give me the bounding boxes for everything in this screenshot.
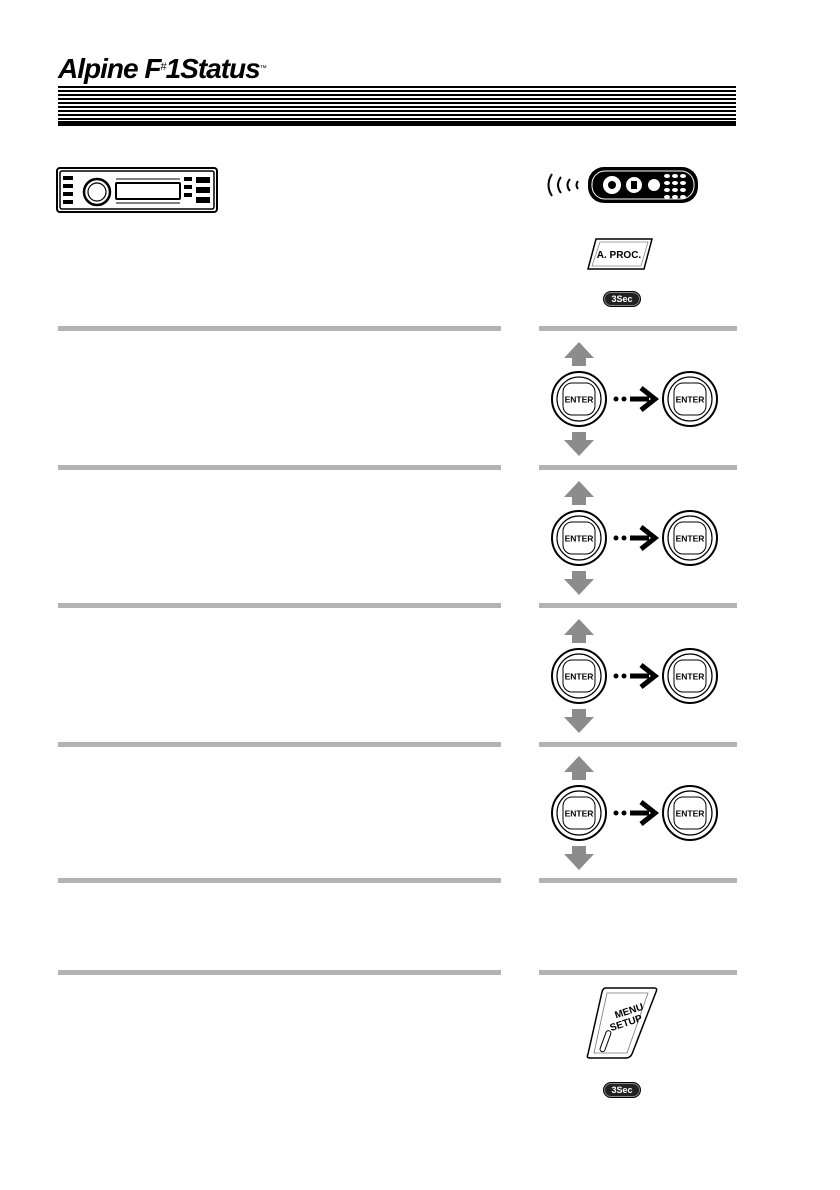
hold-3sec-badge: 3Sec — [603, 1082, 641, 1098]
dot-icon — [613, 810, 619, 816]
enter-label: ENTER — [565, 534, 594, 544]
enter-rotary-diagram: ENTER ENTER — [550, 617, 730, 735]
turn-up-arrow-icon — [564, 619, 594, 643]
dot-icon — [621, 535, 627, 541]
enter-knob-icon: ENTER — [551, 371, 607, 427]
enter-label: ENTER — [676, 672, 705, 682]
section-rule-right — [539, 742, 737, 747]
section-rule-right — [539, 603, 737, 608]
enter-label: ENTER — [676, 809, 705, 819]
brand-title-part-a: Alpine F — [58, 53, 161, 84]
next-arrow-icon — [639, 525, 660, 551]
a-proc-label: A. PROC. — [597, 250, 642, 261]
section-rule-right — [539, 970, 737, 975]
enter-knob-icon: ENTER — [551, 785, 607, 841]
enter-knob-icon: ENTER — [662, 510, 718, 566]
trademark-mark: ™ — [259, 65, 267, 72]
remote-control-icon — [547, 167, 698, 203]
next-arrow-icon — [639, 800, 660, 826]
next-arrow-icon — [639, 386, 660, 412]
turn-down-arrow-icon — [564, 571, 594, 595]
enter-label: ENTER — [676, 534, 705, 544]
dot-icon — [613, 673, 619, 679]
dot-icon — [621, 396, 627, 402]
enter-label: ENTER — [676, 395, 705, 405]
section-rule-right — [539, 465, 737, 470]
head-unit-illustration — [56, 167, 218, 213]
turn-down-arrow-icon — [564, 846, 594, 870]
brand-title-sup: # — [160, 61, 166, 73]
turn-up-arrow-icon — [564, 756, 594, 780]
menu-setup-button: MENU SETUP — [586, 987, 658, 1059]
section-rule-right — [539, 326, 737, 331]
enter-rotary-diagram: ENTER ENTER — [550, 340, 730, 458]
section-rule-left — [58, 465, 501, 470]
enter-knob-icon: ENTER — [662, 648, 718, 704]
enter-rotary-diagram: ENTER ENTER — [550, 479, 730, 597]
dot-icon — [613, 535, 619, 541]
section-rule-left — [58, 326, 501, 331]
section-rule-left — [58, 970, 501, 975]
hold-3sec-badge: 3Sec — [603, 291, 641, 307]
enter-label: ENTER — [565, 809, 594, 819]
enter-rotary-diagram: ENTER ENTER — [550, 754, 730, 872]
turn-down-arrow-icon — [564, 709, 594, 733]
section-rule-left — [58, 603, 501, 608]
enter-label: ENTER — [565, 672, 594, 682]
dot-icon — [613, 396, 619, 402]
turn-up-arrow-icon — [564, 342, 594, 366]
section-rule-left — [58, 742, 501, 747]
dot-icon — [621, 810, 627, 816]
a-proc-button: A. PROC. — [587, 238, 653, 270]
turn-up-arrow-icon — [564, 481, 594, 505]
enter-knob-icon: ENTER — [662, 785, 718, 841]
turn-down-arrow-icon — [564, 432, 594, 456]
section-rule-left — [58, 878, 501, 883]
enter-knob-icon: ENTER — [662, 371, 718, 427]
section-rule-right — [539, 878, 737, 883]
next-arrow-icon — [639, 663, 660, 689]
dot-icon — [621, 673, 627, 679]
brand-title-part-b: 1Status — [165, 53, 261, 84]
header-stripes — [58, 86, 736, 126]
enter-knob-icon: ENTER — [551, 510, 607, 566]
enter-label: ENTER — [565, 395, 594, 405]
brand-title: Alpine F#1Status™ — [58, 52, 267, 86]
enter-knob-icon: ENTER — [551, 648, 607, 704]
